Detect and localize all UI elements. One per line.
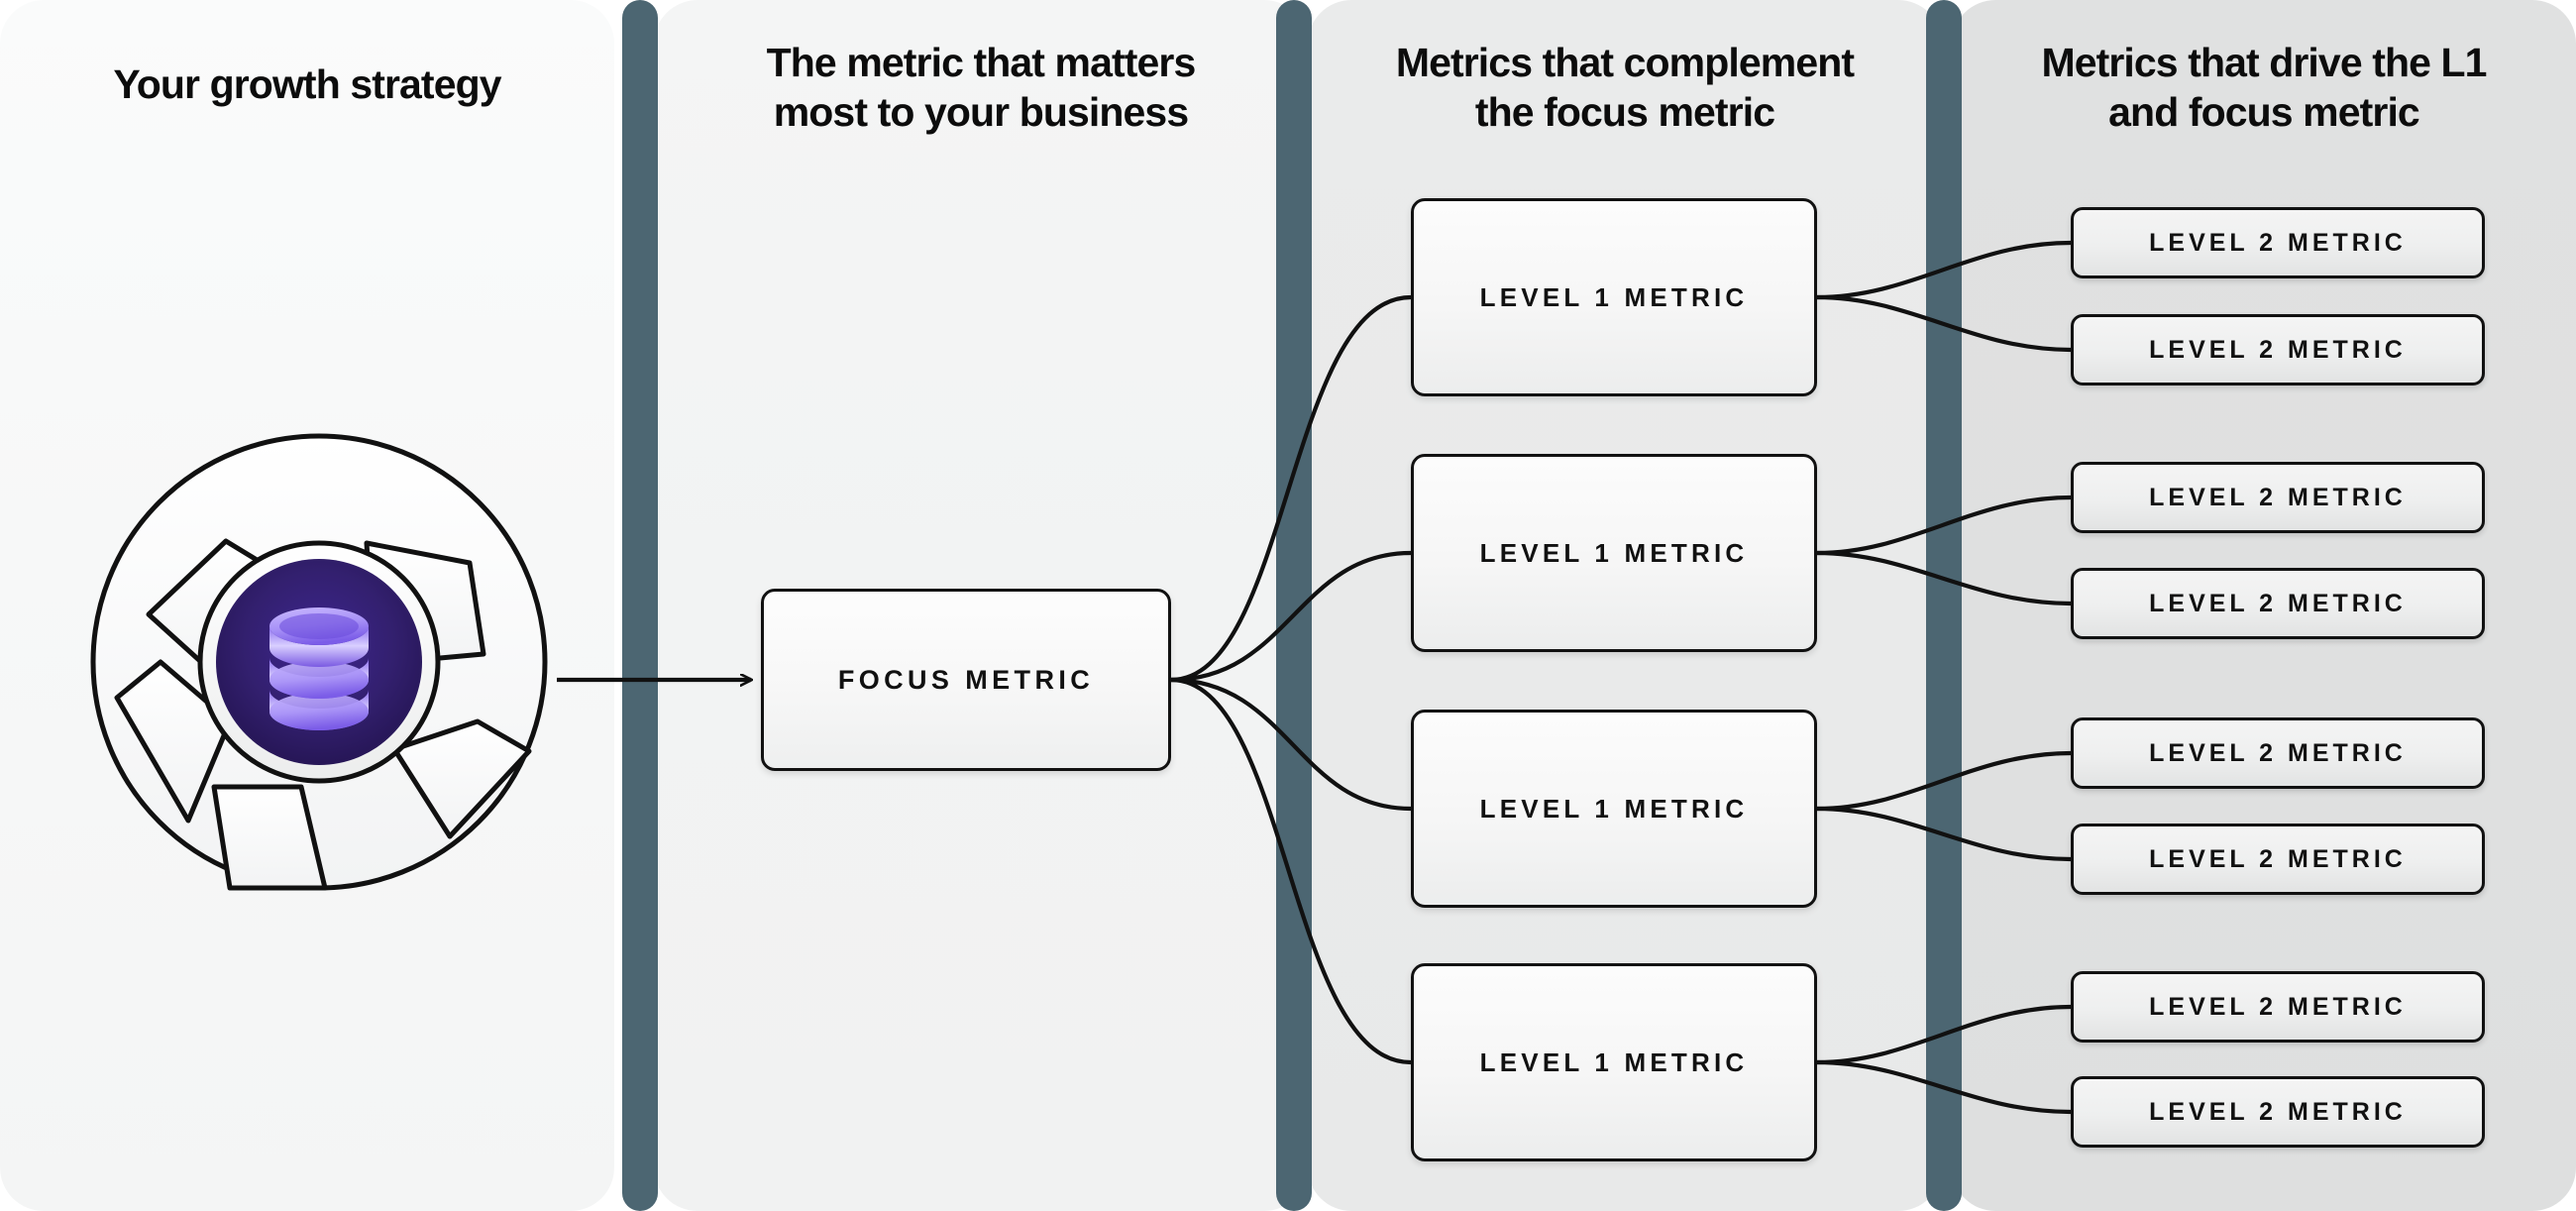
column-divider-2: [1276, 0, 1312, 1211]
column-divider-3: [1926, 0, 1962, 1211]
column-divider-1: [622, 0, 658, 1211]
node-level2-metric-2[interactable]: LEVEL 2 METRIC: [2071, 314, 2485, 385]
column-heading-strategy-line1: Your growth strategy: [113, 61, 501, 107]
node-level2-metric-6-label: LEVEL 2 METRIC: [2149, 844, 2407, 873]
node-focus-metric[interactable]: FOCUS METRIC: [761, 589, 1171, 771]
node-level2-metric-4[interactable]: LEVEL 2 METRIC: [2071, 568, 2485, 639]
node-level1-metric-3-label: LEVEL 1 METRIC: [1479, 793, 1749, 824]
column-heading-level1: Metrics that complement the focus metric: [1333, 38, 1917, 137]
node-level2-metric-8[interactable]: LEVEL 2 METRIC: [2071, 1076, 2485, 1148]
node-level2-metric-5[interactable]: LEVEL 2 METRIC: [2071, 717, 2485, 789]
column-heading-level2-line1: Metrics that drive the L1: [2041, 40, 2487, 85]
aperture-blades: [114, 538, 532, 891]
node-level2-metric-2-label: LEVEL 2 METRIC: [2149, 335, 2407, 364]
column-heading-strategy: Your growth strategy: [30, 59, 585, 109]
node-level1-metric-3[interactable]: LEVEL 1 METRIC: [1411, 710, 1817, 908]
column-heading-focus-line2: most to your business: [773, 89, 1189, 136]
node-level2-metric-7[interactable]: LEVEL 2 METRIC: [2071, 971, 2485, 1043]
column-heading-level1-line2: the focus metric: [1474, 89, 1775, 136]
node-level1-metric-4-label: LEVEL 1 METRIC: [1479, 1046, 1749, 1077]
column-heading-level2: Metrics that drive the L1 and focus metr…: [1977, 38, 2551, 137]
node-level2-metric-7-label: LEVEL 2 METRIC: [2149, 992, 2407, 1021]
node-level2-metric-1-label: LEVEL 2 METRIC: [2149, 228, 2407, 257]
node-level1-metric-2[interactable]: LEVEL 1 METRIC: [1411, 454, 1817, 652]
node-level2-metric-4-label: LEVEL 2 METRIC: [2149, 589, 2407, 617]
node-level1-metric-1[interactable]: LEVEL 1 METRIC: [1411, 198, 1817, 396]
column-heading-level2-line2: and focus metric: [2108, 89, 2420, 136]
node-level2-metric-6[interactable]: LEVEL 2 METRIC: [2071, 824, 2485, 895]
node-level1-metric-2-label: LEVEL 1 METRIC: [1479, 537, 1749, 568]
node-level2-metric-8-label: LEVEL 2 METRIC: [2149, 1097, 2407, 1126]
node-focus-metric-label: FOCUS METRIC: [837, 664, 1095, 695]
node-level2-metric-3-label: LEVEL 2 METRIC: [2149, 483, 2407, 511]
node-level2-metric-1[interactable]: LEVEL 2 METRIC: [2071, 207, 2485, 278]
node-level2-metric-3[interactable]: LEVEL 2 METRIC: [2071, 462, 2485, 533]
database-icon: [269, 607, 369, 730]
node-level2-metric-5-label: LEVEL 2 METRIC: [2149, 738, 2407, 767]
node-level1-metric-1-label: LEVEL 1 METRIC: [1479, 281, 1749, 312]
growth-strategy-graphic: [90, 433, 548, 891]
column-heading-focus: The metric that matters most to your bus…: [684, 38, 1278, 137]
node-level1-metric-4[interactable]: LEVEL 1 METRIC: [1411, 963, 1817, 1161]
column-heading-focus-line1: The metric that matters: [766, 40, 1197, 85]
column-heading-level1-line1: Metrics that complement: [1395, 40, 1855, 85]
